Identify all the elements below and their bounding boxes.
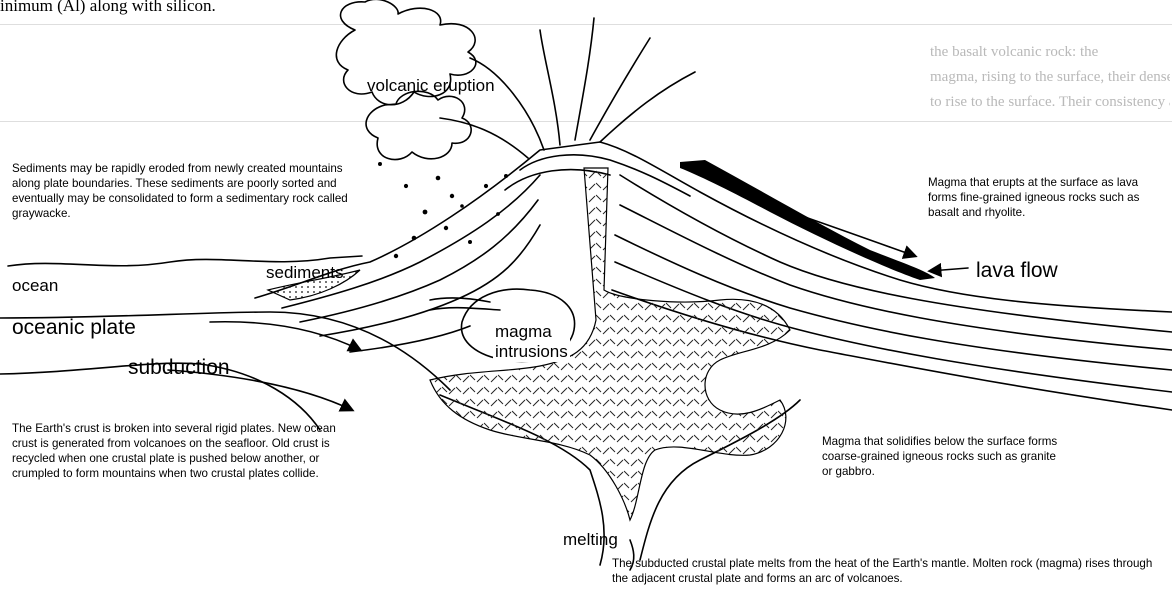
note-crust: The Earth's crust is broken into several… [12, 421, 362, 481]
label-subduction: subduction [128, 356, 230, 380]
cropped-paragraph-text: inimum (Al) along with silicon. [0, 0, 216, 16]
label-melting: melting [563, 530, 618, 550]
magma-conduit [430, 168, 790, 520]
eruption-jet [470, 58, 544, 150]
plate-arrow [210, 322, 360, 350]
eruption-jet [600, 72, 695, 142]
crust-layer [350, 326, 470, 352]
label-oceanic-plate: oceanic plate [12, 316, 136, 340]
crust-layer [320, 225, 540, 336]
note-lava: Magma that erupts at the surface as lava… [928, 175, 1160, 220]
label-sediments: sediments [266, 263, 343, 283]
eruption-cloud [366, 91, 471, 159]
volcanic-ejecta [378, 162, 508, 258]
note-sediments: Sediments may be rapidly eroded from new… [12, 161, 372, 221]
note-melting: The subducted crustal plate melts from t… [612, 556, 1164, 586]
eruption-jet [440, 118, 528, 158]
eruption-jet [540, 30, 560, 145]
eruption-jet [575, 18, 594, 140]
note-intrusive: Magma that solidifies below the surface … [822, 434, 1060, 479]
intrusion-sill [430, 298, 500, 310]
lava-flow-pointer [930, 268, 968, 271]
label-lava-flow: lava flow [976, 259, 1058, 283]
label-ocean: ocean [12, 276, 58, 296]
label-volcanic-eruption: volcanic eruption [367, 76, 495, 96]
label-magma-intrusions: magma intrusions [493, 322, 570, 362]
lava-flow-band [680, 160, 935, 280]
